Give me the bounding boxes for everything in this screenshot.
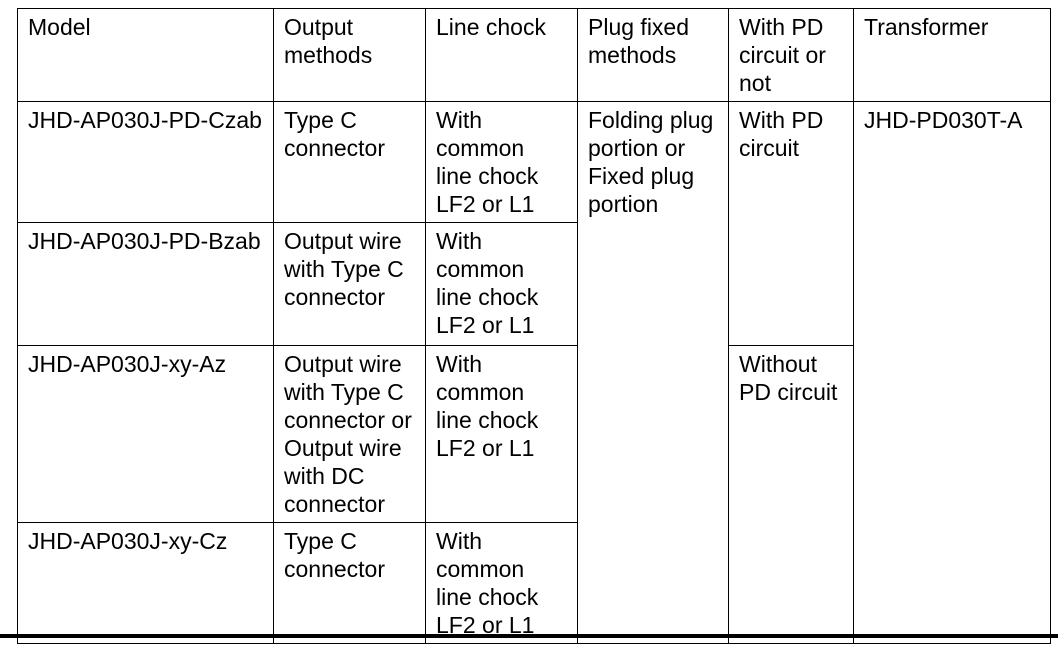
cell-model-row3: JHD-AP030J-xy-Az <box>17 345 274 523</box>
table-row: JHD-AP030J-PD-Czab Type C connector With… <box>17 101 1051 644</box>
header-pd-circuit: With PD circuit or not <box>728 8 854 102</box>
header-model: Model <box>17 8 274 102</box>
cell-model-row1: JHD-AP030J-PD-Czab <box>17 101 274 223</box>
cell-line-chock-row1: With common line chock LF2 or L1 <box>425 101 578 223</box>
cell-output-methods-row1: Type C connector <box>273 101 426 223</box>
cell-model-row4: JHD-AP030J-xy-Cz <box>17 522 274 644</box>
cell-line-chock-row2: With common line chock LF2 or L1 <box>425 222 578 346</box>
cell-plug-fixed-methods-merged: Folding plug portion or Fixed plug porti… <box>577 101 729 644</box>
header-transformer: Transformer <box>853 8 1051 102</box>
header-line-chock: Line chock <box>425 8 578 102</box>
cell-output-methods-row4: Type C connector <box>273 522 426 644</box>
table-row: JHD-AP030J-xy-Cz Type C connector With c… <box>17 522 1051 644</box>
model-spec-table: Model Output methods Line chock Plug fix… <box>17 8 1051 644</box>
section-divider-rule <box>0 634 1058 638</box>
table-row: JHD-AP030J-PD-Bzab Output wire with Type… <box>17 222 1051 346</box>
cell-transformer-merged: JHD-PD030T-A <box>853 101 1051 644</box>
table-header-row: Model Output methods Line chock Plug fix… <box>17 8 1051 102</box>
cell-output-methods-row2: Output wire with Type C connector <box>273 222 426 346</box>
cell-output-methods-row3: Output wire with Type C connector or Out… <box>273 345 426 523</box>
cell-line-chock-row3: With common line chock LF2 or L1 <box>425 345 578 523</box>
cell-with-pd-circuit-merged: With PD circuit <box>728 101 854 346</box>
cell-model-row2: JHD-AP030J-PD-Bzab <box>17 222 274 346</box>
header-plug-fixed-methods: Plug fixed methods <box>577 8 729 102</box>
cell-line-chock-row4: With common line chock LF2 or L1 <box>425 522 578 644</box>
table-row: JHD-AP030J-xy-Az Output wire with Type C… <box>17 345 1051 644</box>
cell-without-pd-circuit-merged: Without PD circuit <box>728 345 854 644</box>
header-output-methods: Output methods <box>273 8 426 102</box>
